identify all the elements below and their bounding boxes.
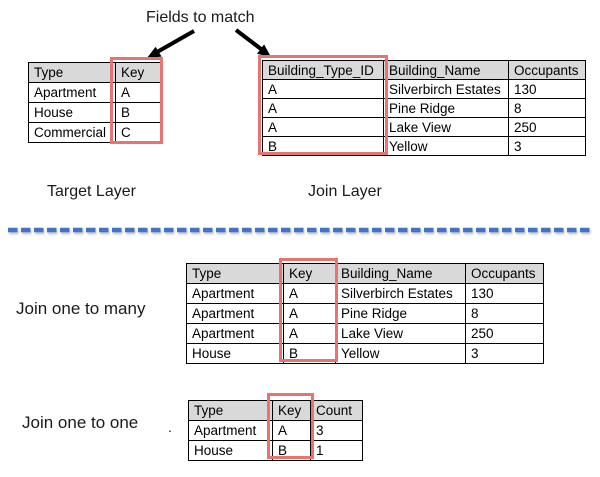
table-cell: House (186, 343, 284, 364)
join-one-to-many-caption: Join one to many (16, 299, 146, 318)
table-cell: Apartment (28, 82, 116, 103)
table-cell: Silverbirch Estates (383, 79, 509, 99)
join-one-to-one-caption: Join one to one (22, 413, 139, 432)
table-cell: House (28, 102, 116, 123)
arrow-down-right-icon (234, 28, 271, 57)
table-cell: B (262, 136, 384, 156)
table-cell: Commercial (28, 122, 116, 143)
table-cell: 3 (465, 343, 544, 364)
table-cell: 3 (508, 136, 586, 156)
table-cell: 8 (465, 303, 544, 324)
table-cell: Yellow (383, 136, 509, 156)
table-cell: House (188, 440, 273, 461)
table-cell: A (283, 283, 336, 304)
table-header-cell: Type (28, 62, 116, 83)
table-cell: A (262, 79, 384, 99)
table-cell: Pine Ridge (335, 303, 466, 324)
table-cell: B (272, 440, 311, 461)
target-layer-caption: Target Layer (47, 183, 136, 200)
table-header-cell: Building_Name (383, 60, 509, 80)
table-cell: 8 (508, 98, 586, 118)
table-cell: A (272, 420, 311, 441)
stray-period: . (168, 419, 172, 435)
table-cell: Lake View (335, 323, 466, 344)
table-cell: Apartment (188, 420, 273, 441)
table-header-cell: Occupants (508, 60, 586, 80)
table-header-cell: Type (188, 400, 273, 421)
table-header-cell: Key (272, 400, 311, 421)
table-header-cell: Key (283, 263, 336, 284)
table-cell: Pine Ridge (383, 98, 509, 118)
table-header-cell: Occupants (465, 263, 544, 284)
table-cell: 250 (508, 117, 586, 137)
table-header-cell: Count (310, 400, 363, 421)
table-cell: B (115, 102, 161, 123)
table-cell: 1 (310, 440, 363, 461)
join-layer-caption: Join Layer (308, 183, 382, 200)
table-cell: Silverbirch Estates (335, 283, 466, 304)
table-cell: A (283, 323, 336, 344)
table-cell: 130 (465, 283, 544, 304)
table-cell: 3 (310, 420, 363, 441)
table-header-cell: Building_Type_ID (262, 60, 384, 80)
table-cell: Apartment (186, 283, 284, 304)
table-cell: C (115, 122, 161, 143)
table-cell: A (262, 98, 384, 118)
table-cell: A (115, 82, 161, 103)
table-cell: Apartment (186, 323, 284, 344)
table-header-cell: Type (186, 263, 284, 284)
table-cell: A (262, 117, 384, 137)
table-cell: Apartment (186, 303, 284, 324)
table-cell: Lake View (383, 117, 509, 137)
table-cell: Yellow (335, 343, 466, 364)
table-header-cell: Building_Name (335, 263, 466, 284)
table-cell: A (283, 303, 336, 324)
arrow-down-left-icon (147, 29, 195, 58)
table-header-cell: Key (115, 62, 161, 83)
table-cell: B (283, 343, 336, 364)
table-cell: 250 (465, 323, 544, 344)
table-cell: 130 (508, 79, 586, 99)
fields-to-match-label: Fields to match (146, 9, 255, 26)
